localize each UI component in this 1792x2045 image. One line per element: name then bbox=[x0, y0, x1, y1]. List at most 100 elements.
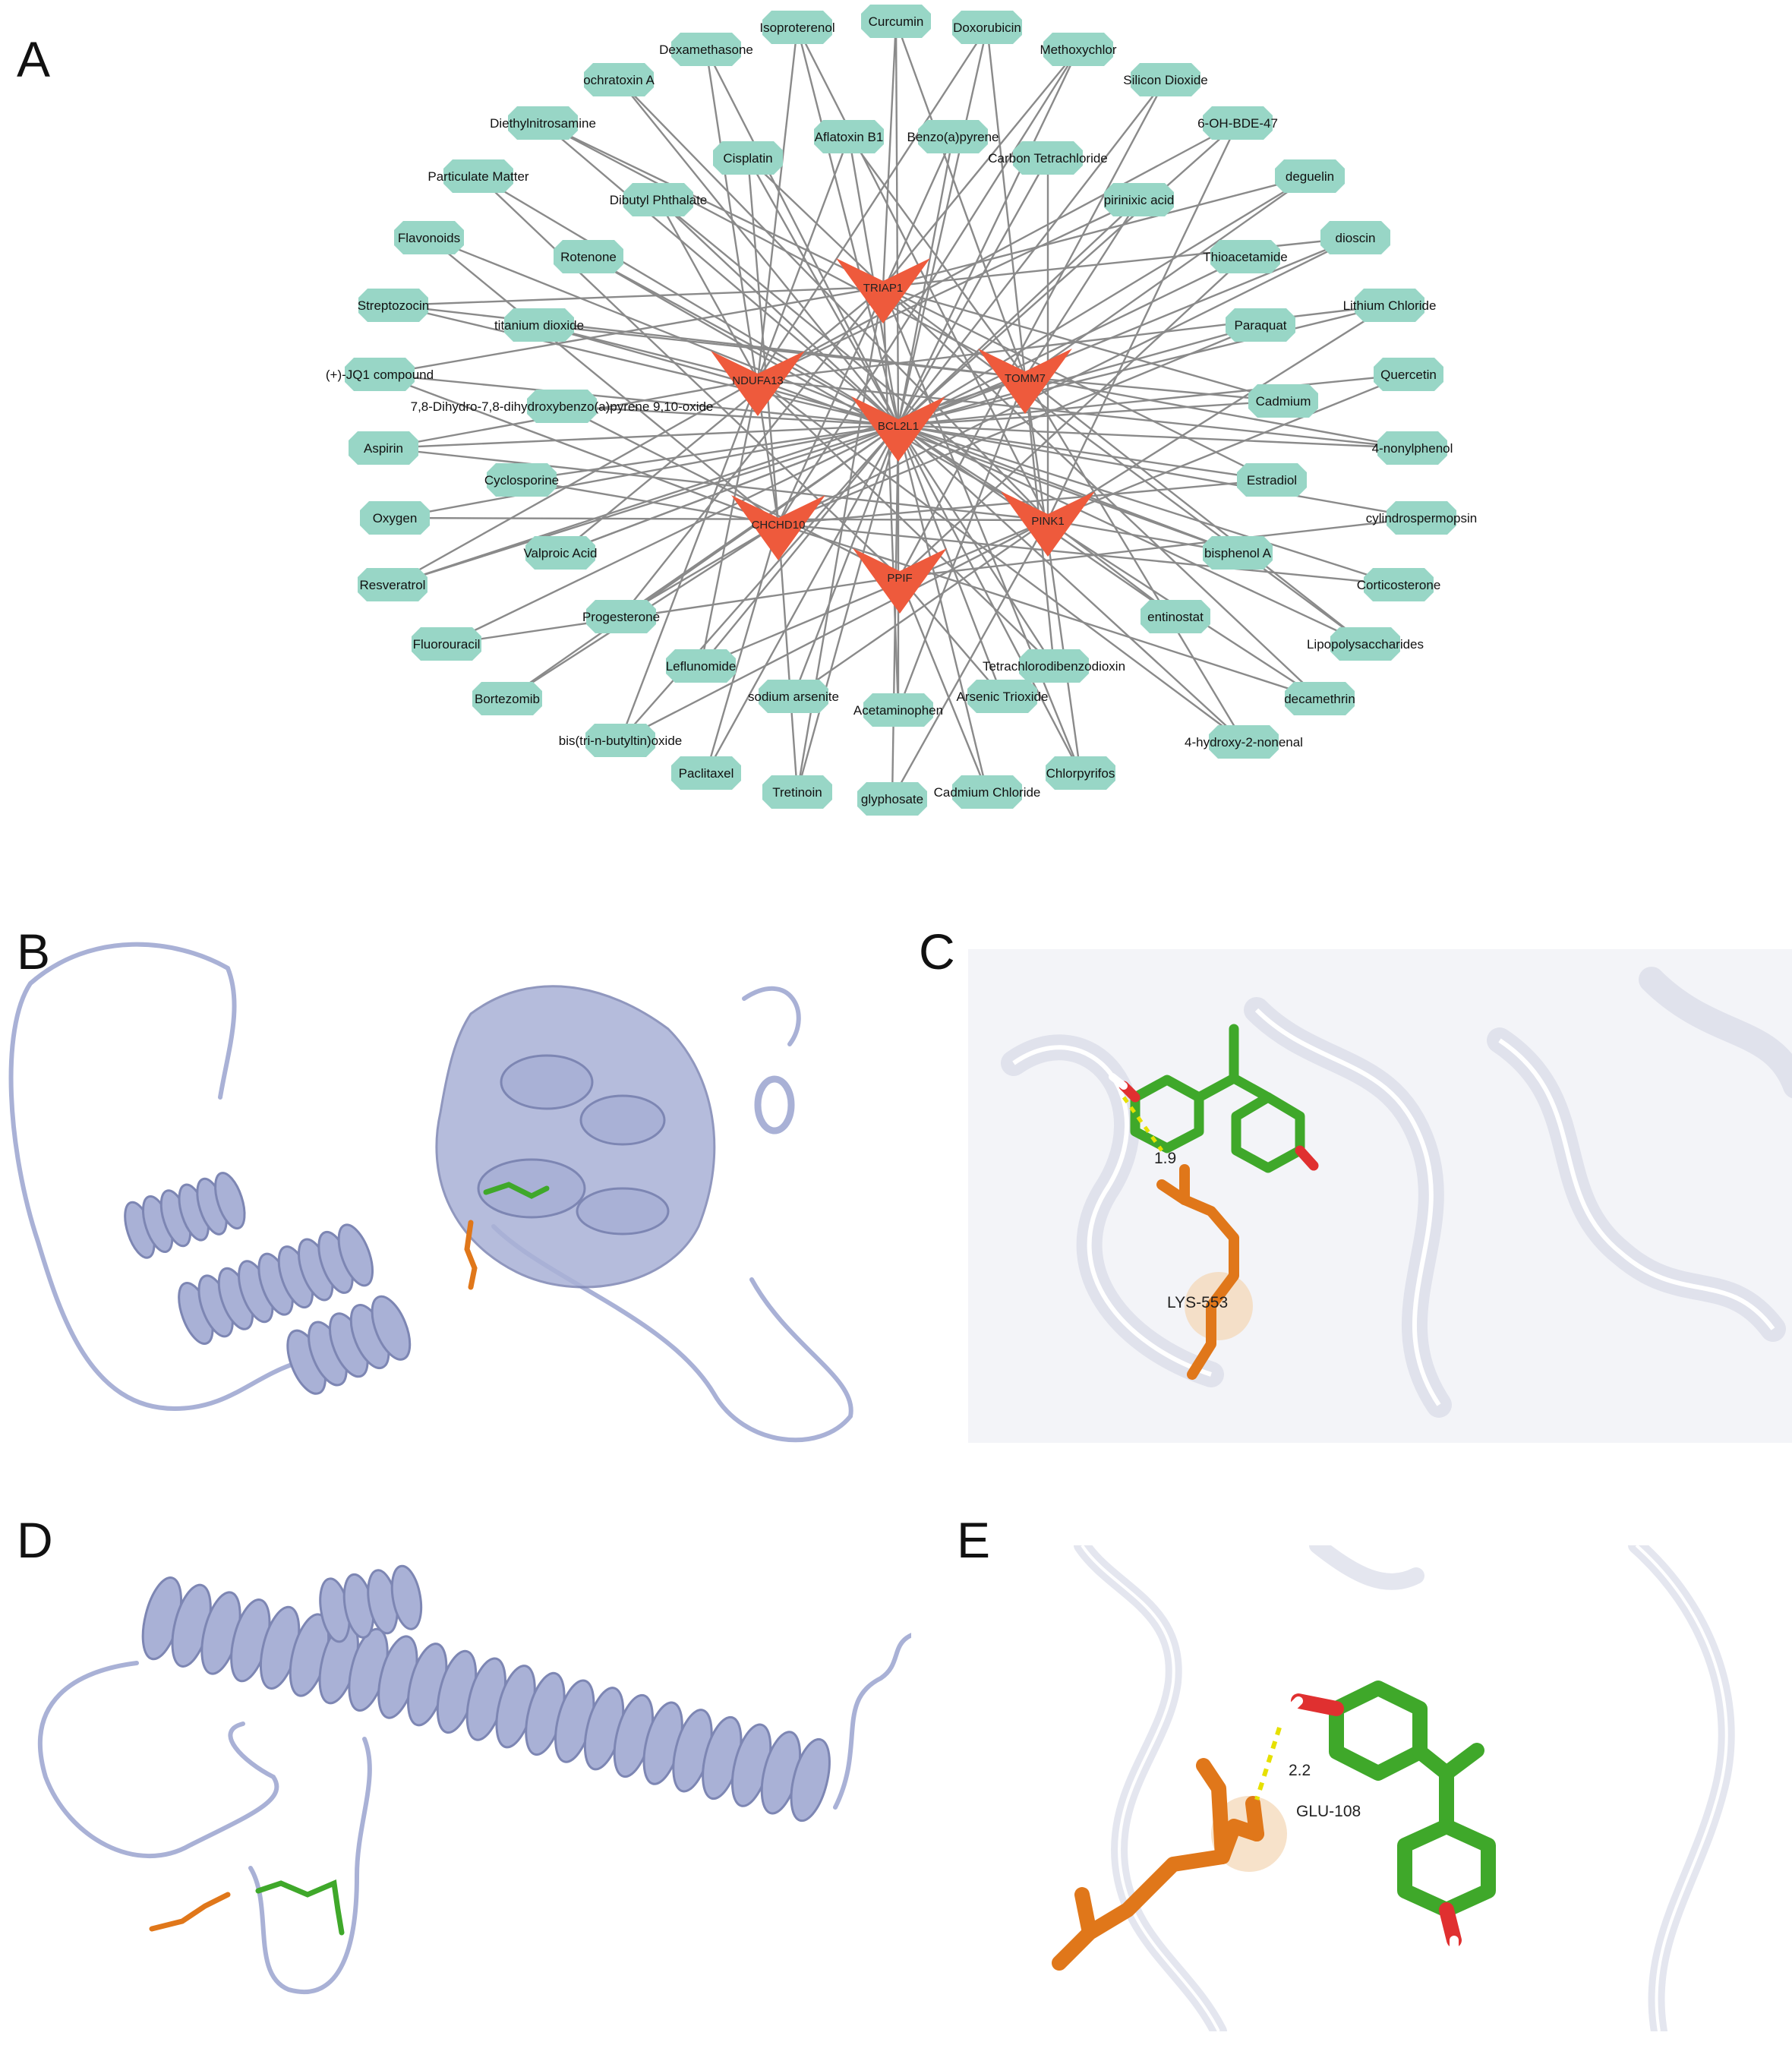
gene-node bbox=[731, 495, 825, 560]
chemical-node bbox=[1043, 33, 1113, 66]
network-edge bbox=[882, 175, 1311, 289]
network-edge bbox=[898, 576, 989, 793]
network-edge bbox=[898, 122, 1238, 426]
chemical-node bbox=[1387, 501, 1456, 535]
gene-label: PPIF bbox=[887, 572, 912, 585]
chemical-node bbox=[358, 568, 427, 601]
chemical-label: Arsenic Trioxide bbox=[957, 690, 1049, 704]
chemical-label: Tretinoin bbox=[772, 785, 822, 800]
network-edge bbox=[898, 424, 1413, 450]
chemical-label: Cisplatin bbox=[723, 151, 772, 166]
chemical-label: Flavonoids bbox=[398, 231, 460, 245]
gene-node bbox=[711, 351, 805, 416]
chemical-node bbox=[713, 141, 783, 175]
chemical-label: Cyclosporine bbox=[484, 473, 559, 488]
network-edge bbox=[757, 378, 1413, 450]
chemical-label: deguelin bbox=[1286, 169, 1334, 184]
gene-node bbox=[1001, 491, 1095, 557]
chemical-node bbox=[671, 33, 741, 66]
network-edge bbox=[618, 79, 899, 426]
network-edge bbox=[393, 286, 884, 307]
chemical-node bbox=[1377, 431, 1447, 465]
chemical-node bbox=[1210, 240, 1280, 273]
gene-label: TOMM7 bbox=[1005, 372, 1046, 385]
network-edge bbox=[778, 323, 1261, 525]
chemical-node bbox=[1237, 463, 1307, 497]
chemical-node bbox=[472, 682, 542, 715]
network-edge bbox=[619, 379, 759, 741]
network-edge bbox=[620, 286, 884, 617]
gene-label: BCL2L1 bbox=[878, 420, 919, 433]
chemical-label: decamethrin bbox=[1284, 692, 1355, 706]
network-edge bbox=[796, 424, 900, 793]
network-edge bbox=[658, 199, 899, 426]
chemical-label: Acetaminophen bbox=[853, 703, 943, 718]
network-edge bbox=[897, 424, 1055, 667]
network-edge bbox=[542, 122, 899, 426]
chemical-node bbox=[360, 501, 430, 535]
network-edge bbox=[777, 49, 1080, 525]
chemical-node bbox=[1355, 289, 1424, 322]
chemical-label: Carbon Tetrachloride bbox=[988, 151, 1108, 166]
network-edge bbox=[882, 21, 898, 288]
chemical-node bbox=[527, 390, 597, 423]
network-edge bbox=[757, 378, 1238, 554]
network-edge bbox=[428, 236, 899, 427]
network-edge bbox=[658, 199, 1049, 521]
network-edge bbox=[657, 199, 759, 380]
chemical-label: Bortezomib bbox=[475, 692, 540, 706]
network-edge bbox=[897, 377, 1027, 711]
chemical-node bbox=[1104, 183, 1174, 216]
chemical-label: Corticosterone bbox=[1357, 578, 1441, 592]
network-edge bbox=[394, 516, 1049, 522]
chemical-node bbox=[1330, 627, 1400, 661]
network-edge bbox=[1024, 377, 1082, 774]
network-edge bbox=[1046, 122, 1239, 521]
network-edge bbox=[746, 157, 900, 426]
network-edge bbox=[383, 447, 1049, 522]
chemical-label: Methoxychlor bbox=[1040, 43, 1116, 57]
chemical-label: Aflatoxin B1 bbox=[815, 130, 884, 144]
gene-label: TRIAP1 bbox=[863, 282, 904, 295]
network-edge bbox=[882, 286, 1284, 402]
network-edge bbox=[1024, 377, 1245, 743]
network-edge bbox=[757, 379, 1055, 667]
network-edge bbox=[757, 122, 1238, 381]
chemical-node bbox=[349, 431, 418, 465]
chemical-node bbox=[1046, 756, 1115, 790]
chemical-label: Oxygen bbox=[373, 511, 418, 525]
chemical-node bbox=[623, 183, 693, 216]
network-edge bbox=[848, 136, 1026, 378]
network-edge bbox=[746, 157, 780, 525]
network-edge bbox=[778, 522, 1399, 586]
gene-label: PINK1 bbox=[1031, 515, 1064, 528]
chemical-node bbox=[762, 11, 832, 44]
chemical-node bbox=[508, 106, 578, 140]
network-edge bbox=[757, 379, 1245, 743]
chemical-node bbox=[918, 120, 988, 153]
network-edge bbox=[756, 27, 799, 380]
gene-label: CHCHD10 bbox=[752, 519, 806, 532]
chemical-label: entinostat bbox=[1147, 610, 1204, 624]
chemical-label: Paraquat bbox=[1235, 318, 1287, 333]
chemical-node bbox=[1203, 106, 1273, 140]
network-edge bbox=[882, 49, 1079, 288]
chemical-node bbox=[759, 680, 828, 713]
network-edge bbox=[747, 157, 884, 288]
network-edge bbox=[542, 122, 1026, 379]
chemical-node bbox=[584, 63, 654, 96]
network-edge bbox=[394, 424, 899, 519]
network-edge bbox=[588, 255, 899, 427]
chemical-node bbox=[358, 289, 428, 322]
chemical-node bbox=[586, 600, 656, 633]
network-edge bbox=[898, 79, 1167, 578]
network-edge bbox=[898, 424, 1273, 481]
chemical-label: (+)-JQ1 compound bbox=[326, 368, 434, 382]
chemical-node bbox=[863, 693, 933, 727]
chemical-label: bisphenol A bbox=[1204, 546, 1272, 560]
network-edge bbox=[1024, 175, 1311, 378]
chemical-label: Curcumin bbox=[869, 14, 924, 29]
network-edge bbox=[796, 27, 1049, 521]
chemical-node bbox=[1131, 63, 1200, 96]
